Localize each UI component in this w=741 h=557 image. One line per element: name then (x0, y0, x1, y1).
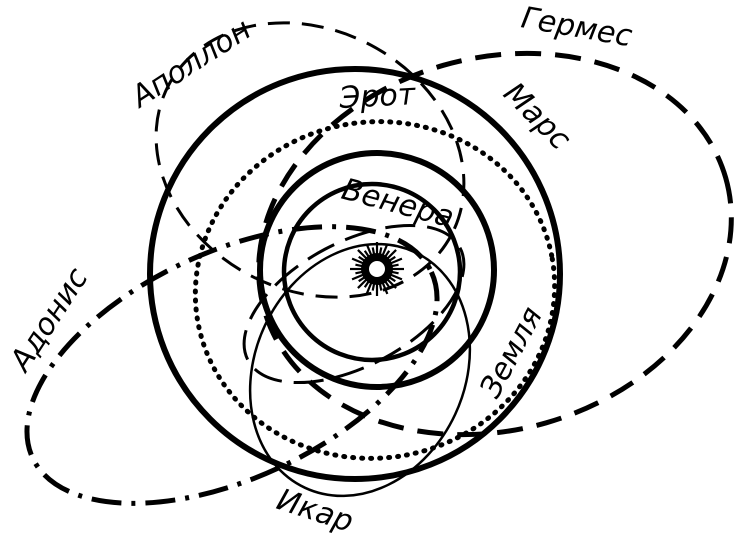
sun-ray (365, 281, 373, 295)
label-hermes: Гермес (519, 0, 636, 54)
label-eros: Эрот (338, 77, 418, 116)
sun-ray (389, 273, 403, 281)
sun-ray (381, 243, 389, 257)
apollo-orbit (154, 21, 466, 299)
earth-orbit (257, 150, 497, 390)
venus-orbit (281, 181, 463, 363)
label-apollo: Аполлон (124, 12, 258, 116)
sun-ray (386, 249, 397, 260)
sun-icon (350, 242, 404, 296)
eros-orbit (192, 119, 558, 461)
adonis-orbit (24, 224, 440, 506)
sun-ray (351, 273, 365, 281)
sun-ray (357, 278, 368, 289)
sun-ray (365, 243, 373, 257)
sun-ray (386, 278, 397, 289)
icarus-orbit (248, 242, 472, 498)
sun-ray (357, 249, 368, 260)
mars-orbit (147, 66, 563, 482)
label-mars: Марс (496, 76, 578, 158)
label-adonis: Адонис (2, 261, 95, 379)
hermes-orbit (256, 50, 734, 438)
sun-ray (351, 257, 365, 265)
sun-ray (389, 257, 403, 265)
inner-dashed-orbit (242, 223, 466, 385)
sun-ray (381, 281, 389, 295)
